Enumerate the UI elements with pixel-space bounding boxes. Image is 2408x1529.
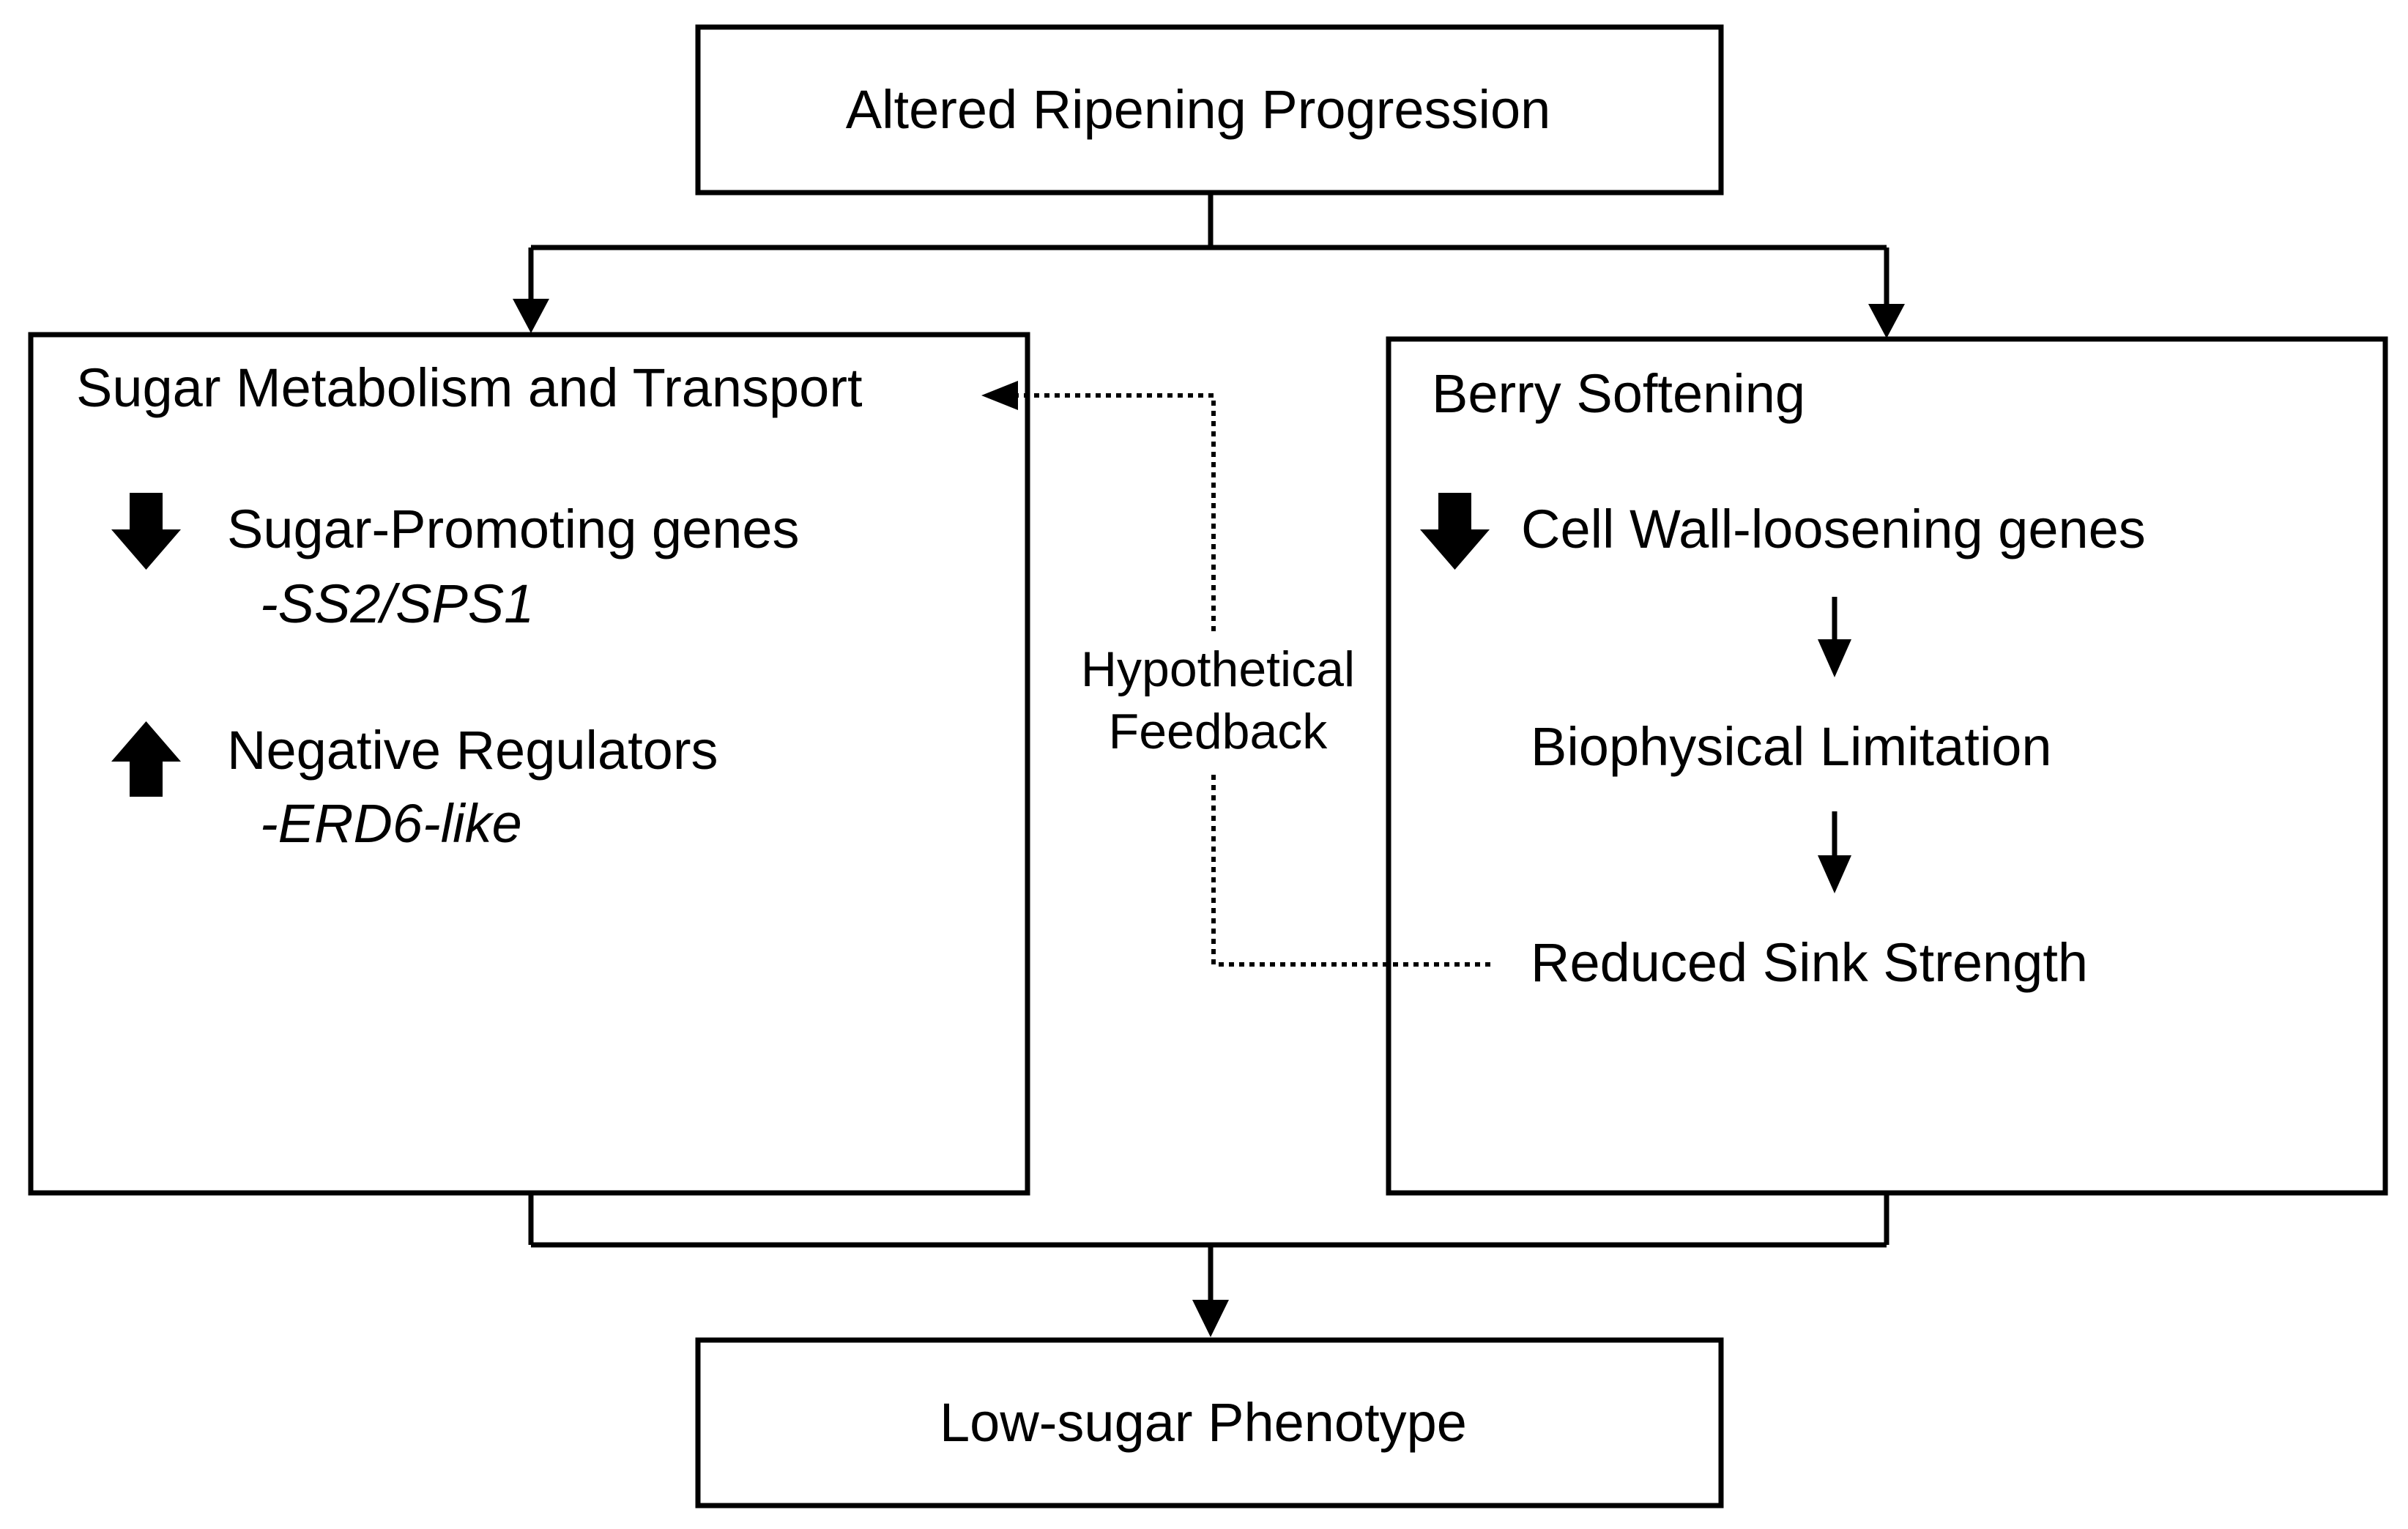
biophysical-limitation-label: Biophysical Limitation <box>1531 716 2052 777</box>
right-box: Berry Softening Cell Wall-loosening gene… <box>1386 336 2388 1196</box>
bottom-box: Low-sugar Phenotype <box>695 1337 1724 1508</box>
top-box-label: Altered Ripening Progression <box>846 79 1551 140</box>
negative-regulators-label: Negative Regulators <box>227 720 718 781</box>
split-connector <box>513 193 1905 338</box>
up-arrow-icon <box>111 721 181 797</box>
negative-regulators-list: -ERD6-like <box>260 793 522 854</box>
sugar-promoting-genes-list: -SS2/SPS1 <box>260 573 534 634</box>
down-arrow-icon <box>111 493 181 570</box>
left-box-title: Sugar Metabolism and Transport <box>76 357 863 418</box>
arrowhead-to-bottom-box <box>1192 1300 1229 1337</box>
feedback-label-line2: Feedback <box>1109 704 1329 759</box>
merge-connector <box>528 1193 1889 1337</box>
feedback-path: Hypothetical Feedback <box>981 381 1490 967</box>
sugar-promoting-genes-label: Sugar-Promoting genes <box>227 499 800 559</box>
feedback-label-line1: Hypothetical <box>1081 641 1355 697</box>
reduced-sink-strength-label: Reduced Sink Strength <box>1531 932 2088 993</box>
down-arrow-icon <box>1420 493 1490 570</box>
top-box: Altered Ripening Progression <box>695 24 1724 196</box>
arrowhead-to-left-box <box>513 299 549 333</box>
step-arrowhead-1 <box>1818 639 1851 677</box>
feedback-arrowhead <box>981 381 1018 410</box>
cell-wall-genes-label: Cell Wall-loosening genes <box>1521 499 2146 559</box>
step-arrowhead-2 <box>1818 855 1851 893</box>
right-box-title: Berry Softening <box>1432 363 1805 424</box>
left-box: Sugar Metabolism and Transport Sugar-Pro… <box>28 332 1030 1196</box>
arrowhead-to-right-box <box>1868 304 1905 338</box>
bottom-box-label: Low-sugar Phenotype <box>940 1392 1467 1453</box>
